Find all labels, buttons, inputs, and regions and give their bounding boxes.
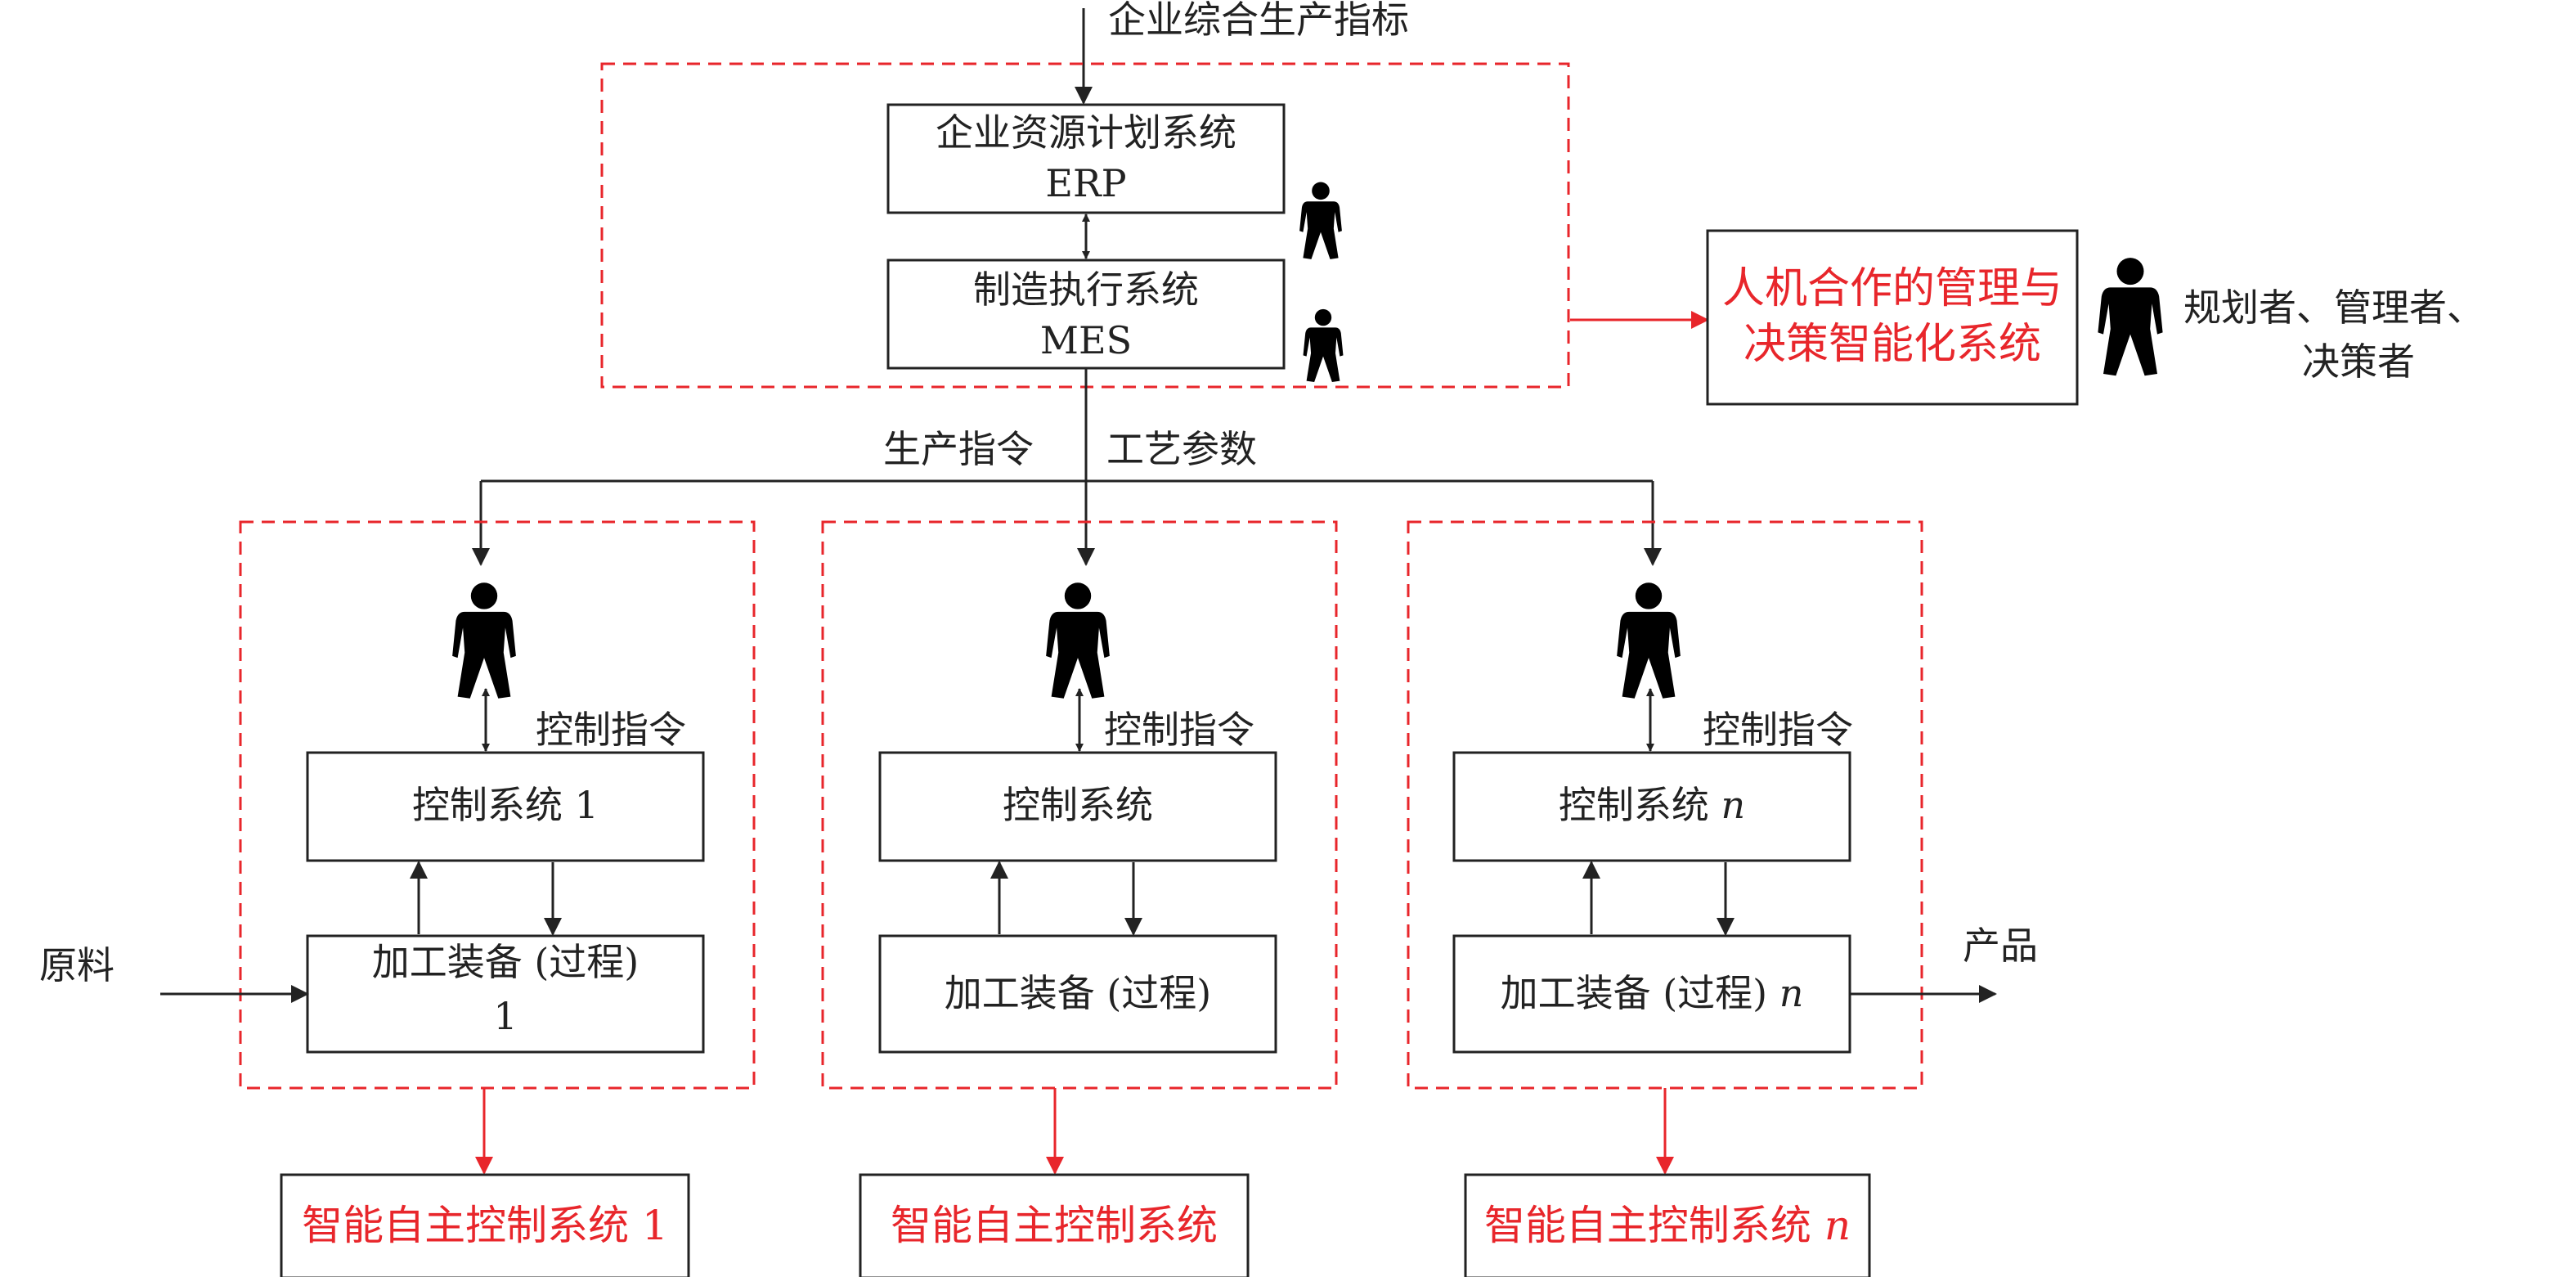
unit3-control-index: n (1721, 783, 1745, 827)
erp-operator-icon (1299, 182, 1342, 259)
erp-box: 企业资源计划系统 ERP (886, 103, 1286, 214)
unit1-control-command-label: 控制指令 (536, 708, 686, 752)
unit2-control-command-label: 控制指令 (1104, 708, 1254, 752)
unit2-equipment-label: 加工装备 (过程) (945, 971, 1212, 1015)
unit1-equipment-label: 加工装备 (过程) (372, 940, 640, 984)
unit1-equipment-box: 加工装备 (过程) 1 (306, 934, 705, 1054)
roles-label-1: 规划者、管理者、 (2183, 286, 2484, 330)
unit2-control-box: 控制系统 (878, 751, 1277, 862)
unit1-autonomous-box: 智能自主控制系统 1 (280, 1173, 690, 1277)
erp-label: 企业资源计划系统 (936, 110, 1236, 155)
unit3-frame (1407, 520, 1923, 1090)
mes-box: 制造执行系统 MES (886, 259, 1286, 370)
svg-text:控制系统 1: 控制系统 1 (412, 783, 599, 827)
unit1-control-label: 控制系统 (412, 783, 575, 827)
svg-text:加工装备 (过程) n: 加工装备 (过程) n (1501, 971, 1804, 1015)
svg-text:智能自主控制系统: 智能自主控制系统 (891, 1202, 1218, 1249)
planner-manager-icon (2098, 258, 2163, 376)
unit3-equipment-box: 加工装备 (过程) n (1452, 934, 1851, 1054)
unit2-frame (821, 520, 1338, 1090)
process-params-label: 工艺参数 (1106, 427, 1257, 471)
unit3-equipment-label: 加工装备 (过程) (1501, 971, 1779, 1015)
unit3-autonomous-index: n (1824, 1202, 1851, 1249)
unit1-control-index: 1 (575, 783, 599, 827)
unit1-control-box: 控制系统 1 (306, 751, 705, 862)
unit3-operator-icon (1617, 582, 1681, 699)
unit2-operator-icon (1046, 582, 1110, 699)
unit1-operator-icon (452, 582, 516, 699)
unit3-equipment-index: n (1779, 971, 1804, 1015)
unit1-autonomous-index: 1 (642, 1202, 668, 1249)
unit3-autonomous-box: 智能自主控制系统 n (1464, 1173, 1871, 1277)
mes-abbrev: MES (1040, 318, 1132, 362)
top-input-label: 企业综合生产指标 (1108, 0, 1409, 42)
svg-text:控制系统: 控制系统 (1003, 783, 1153, 827)
unit2-control-label: 控制系统 (1003, 783, 1153, 827)
svg-text:控制系统 n: 控制系统 n (1559, 783, 1745, 827)
roles-label-2: 决策者 (2302, 339, 2415, 384)
production-order-label: 生产指令 (883, 427, 1034, 471)
unit3-control-command-label: 控制指令 (1703, 708, 1853, 752)
mes-label: 制造执行系统 (973, 268, 1199, 312)
unit1-autonomous-label: 智能自主控制系统 (302, 1202, 642, 1249)
unit1-equipment-index: 1 (493, 994, 517, 1038)
product-label: 产品 (1963, 924, 2038, 968)
decision-system-label-2: 决策智能化系统 (1744, 320, 2041, 369)
mes-operator-icon (1303, 308, 1344, 382)
svg-text:智能自主控制系统 n: 智能自主控制系统 n (1484, 1202, 1851, 1249)
unit3-control-label: 控制系统 (1559, 783, 1721, 827)
decision-system-label-1: 人机合作的管理与 (1722, 264, 2062, 313)
unit3-control-box: 控制系统 n (1452, 751, 1851, 862)
unit3-autonomous-label: 智能自主控制系统 (1484, 1202, 1824, 1249)
svg-text:智能自主控制系统 1: 智能自主控制系统 1 (302, 1202, 668, 1249)
decision-system-box: 人机合作的管理与 决策智能化系统 (1706, 229, 2079, 406)
unit2-autonomous-label: 智能自主控制系统 (891, 1202, 1218, 1249)
unit1-frame (239, 520, 756, 1090)
raw-material-label: 原料 (39, 943, 114, 987)
erp-abbrev: ERP (1045, 161, 1126, 205)
unit2-equipment-box: 加工装备 (过程) (878, 934, 1277, 1054)
unit2-autonomous-box: 智能自主控制系统 (859, 1173, 1250, 1277)
